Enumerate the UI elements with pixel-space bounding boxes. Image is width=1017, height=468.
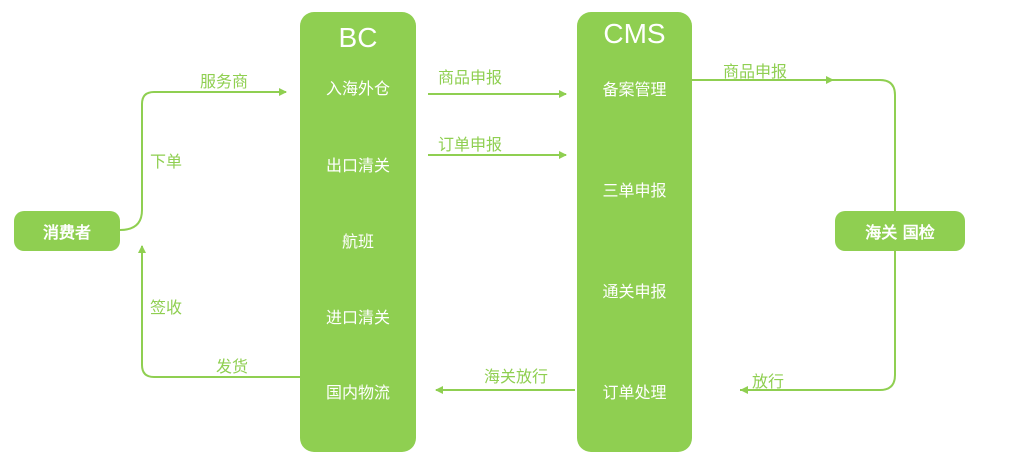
label-product-declaration-customs: 商品申报 (723, 62, 788, 81)
label-release: 放行 (752, 372, 785, 391)
consumer-node: 消费者 (14, 211, 120, 251)
label-customs-release: 海关放行 (484, 367, 549, 386)
label-place-order: 下单 (150, 152, 183, 171)
bc-step-domestic-logistics: 国内物流 (325, 383, 390, 402)
edge-order-to-bc (119, 88, 287, 231)
bc-step-import-clearance: 进口清关 (325, 308, 390, 327)
cms-column: CMS 备案管理 三单申报 通关申报 订单处理 (577, 12, 692, 452)
bc-step-export-clearance: 出口清关 (325, 156, 390, 175)
label-service-provider: 服务商 (200, 72, 249, 91)
cms-step-order-processing: 订单处理 (602, 383, 667, 402)
label-ship: 发货 (216, 357, 249, 376)
cms-step-customs-declaration: 通关申报 (602, 282, 667, 301)
bc-title: BC (338, 22, 378, 53)
edge-product-declaration-customs (692, 79, 896, 212)
edge-release (740, 250, 896, 391)
label-product-declaration: 商品申报 (438, 68, 503, 87)
bc-column: BC 入海外仓 出口清关 航班 进口清关 国内物流 (300, 12, 416, 452)
customs-node: 海关 国检 (835, 211, 965, 251)
cms-step-three-document-declaration: 三单申报 (602, 181, 667, 200)
edge-product-declaration-customs-arrow (826, 76, 834, 84)
edge-release-arrow (740, 386, 748, 394)
label-order-declaration: 订单申报 (438, 135, 503, 154)
bc-step-flight: 航班 (341, 232, 374, 251)
cms-step-filing-management: 备案管理 (602, 80, 667, 99)
label-sign-receipt: 签收 (150, 298, 183, 317)
edge-delivery-to-consumer (138, 245, 300, 378)
bc-step-overseas-warehouse: 入海外仓 (325, 79, 390, 98)
cms-title: CMS (603, 18, 666, 49)
